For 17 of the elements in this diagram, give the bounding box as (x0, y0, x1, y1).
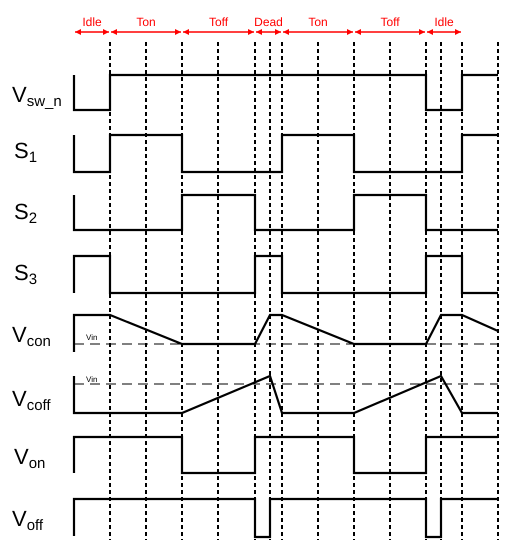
phase-label: Idle (82, 16, 102, 28)
signal-label: V$_{con}$ (12, 324, 51, 349)
signal-label: V$_{coff}$ (12, 388, 51, 413)
phase-label: Dead (254, 16, 283, 28)
reference-label: Vin (86, 334, 98, 342)
phase-label: Ton (136, 16, 156, 28)
signal-label: V$_{sw_n}$ (12, 84, 62, 109)
signal-label: S$_{3}$ (14, 262, 38, 287)
phase-label: Ton (308, 16, 328, 28)
signal-label: S$_{1}$ (14, 140, 38, 165)
signal-label: S$_{2}$ (14, 201, 38, 226)
signal-label: V$_{off}$ (12, 508, 44, 533)
phase-label: Idle (434, 16, 454, 28)
reference-label: Vin (86, 376, 98, 384)
signal-label: V$_{on}$ (14, 446, 46, 471)
phase-label: Toff (208, 16, 228, 28)
phase-label: Toff (380, 16, 400, 28)
